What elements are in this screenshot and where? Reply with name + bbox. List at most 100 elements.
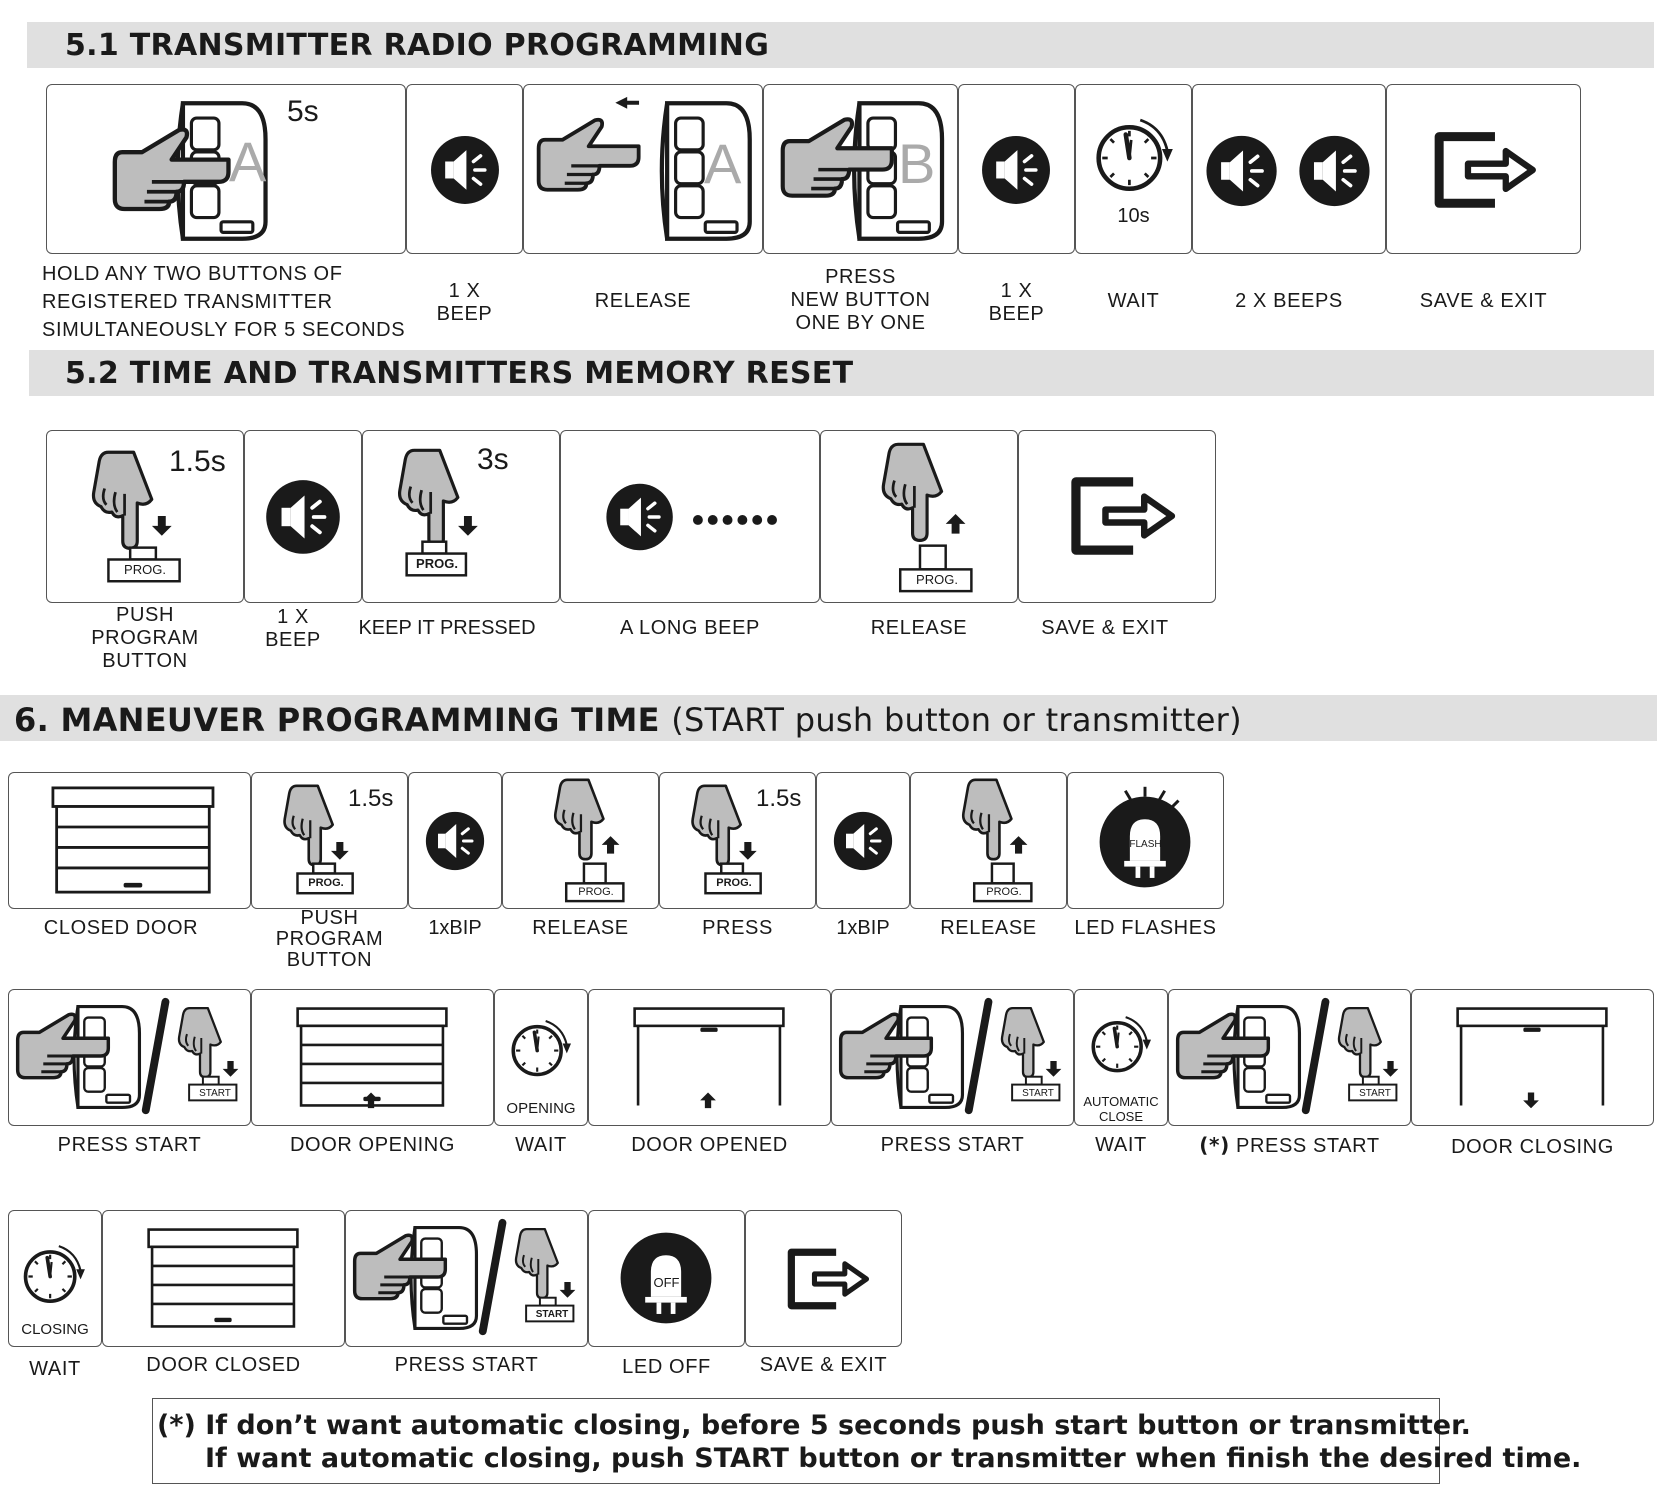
footnote-line-1: (*) If don’t want automatic closing, bef… <box>157 1410 1471 1441</box>
opening-label: OPENING <box>506 1100 576 1117</box>
label-door-closed: DOOR CLOSED <box>146 1354 301 1376</box>
label-release-6a: RELEASE <box>532 917 629 939</box>
door-closing-icon <box>1456 1007 1608 1107</box>
step-led-flashes: FLASH <box>1067 772 1224 909</box>
label-save-exit: SAVE & EXIT <box>1419 290 1548 312</box>
label-door-opened: DOOR OPENED <box>631 1134 788 1156</box>
closing-label: CLOSING <box>21 1321 89 1338</box>
step-bip-2 <box>816 772 910 909</box>
arrow-down-icon <box>151 516 172 536</box>
door-closed-icon <box>147 1228 299 1328</box>
hand-down-icon <box>1337 1006 1382 1079</box>
prog-label: PROG. <box>124 562 166 577</box>
section-title-5-1: 5.1 TRANSMITTER RADIO PROGRAMMING <box>65 28 770 63</box>
step-door-closed <box>102 1210 345 1347</box>
clock-icon <box>1091 1015 1153 1073</box>
hand-down-icon <box>1000 1006 1045 1079</box>
prog-label-3: PROG. <box>916 572 958 587</box>
hand-down-icon <box>397 448 460 548</box>
start-label-4: START <box>535 1309 569 1320</box>
door-opened-icon <box>633 1007 785 1107</box>
step-door-opening <box>251 989 494 1126</box>
section-header-6: 6. MANEUVER PROGRAMMING TIME (START push… <box>0 695 1657 741</box>
clock-icon <box>23 1244 87 1303</box>
hand-down-icon <box>283 784 335 867</box>
step-push-program: 1.5s PROG. <box>46 430 244 603</box>
step-save-exit <box>1386 84 1581 254</box>
clock-icon <box>511 1019 573 1077</box>
exit-icon <box>1439 137 1533 204</box>
label-bip-1: 1xBIP <box>428 917 482 939</box>
start-label-1: START <box>199 1088 231 1099</box>
label-save-exit-52: SAVE & EXIT <box>1041 617 1169 639</box>
section-title-5-2: 5.2 TIME AND TRANSMITTERS MEMORY RESET <box>65 356 854 391</box>
arrow-down-icon <box>1382 1060 1399 1077</box>
arrow-up-icon <box>945 514 966 534</box>
step-press-start-4: START <box>345 1210 588 1347</box>
step-led-off: OFF <box>588 1210 745 1347</box>
label-closed-door: CLOSED DOOR <box>43 917 199 939</box>
hand-down-icon <box>881 442 944 542</box>
label-wait-2: WAIT <box>1095 1134 1147 1156</box>
label-release-52: RELEASE <box>870 617 968 639</box>
hand-down-icon <box>177 1006 222 1079</box>
speaker-icon <box>980 134 1052 206</box>
label-door-closing: DOOR CLOSING <box>1451 1136 1614 1158</box>
label-press-start-3: (*) PRESS START <box>1199 1133 1380 1158</box>
asterisk-marker: (*) <box>1199 1133 1230 1157</box>
label-wait-1: WAIT <box>515 1134 567 1156</box>
exit-icon <box>1076 482 1172 550</box>
step-release-6a: PROG. <box>502 772 659 909</box>
step-push-program-6: 1.5s PROG. <box>251 772 408 909</box>
label-hold: HOLD ANY TWO BUTTONS OF REGISTERED TRANS… <box>42 263 406 341</box>
hold-time-label: 5s <box>287 95 319 128</box>
label-long-beep: A LONG BEEP <box>620 617 760 639</box>
step-press-new: B <box>763 84 958 254</box>
hand-point-icon <box>536 117 641 192</box>
label-press-start-2: PRESS START <box>880 1134 1025 1156</box>
speaker-icon <box>264 478 342 556</box>
label-led-off: LED OFF <box>622 1356 711 1378</box>
step-two-beeps <box>1192 84 1386 254</box>
step-wait-closing: CLOSING <box>8 1210 102 1347</box>
arrow-down-icon <box>1045 1060 1062 1077</box>
arrow-down-icon <box>738 841 757 860</box>
dots-icon <box>692 515 777 525</box>
arrow-up-icon <box>601 836 620 854</box>
step-hold-buttons: 5s A <box>46 84 406 254</box>
press-time-6: 1.5s <box>756 785 802 812</box>
step-save-exit-52 <box>1018 430 1216 603</box>
speaker-icon <box>1297 134 1372 208</box>
step-save-exit-6 <box>745 1210 902 1347</box>
section-header-5-2: 5.2 TIME AND TRANSMITTERS MEMORY RESET <box>29 350 1654 396</box>
remote-letter-a: A <box>229 130 267 193</box>
step-release: A <box>523 84 763 254</box>
step-closed-door <box>8 772 251 909</box>
remote-letter-b: B <box>898 132 936 195</box>
label-wait: WAIT <box>1107 290 1160 312</box>
step-door-opened <box>588 989 831 1126</box>
step-door-closing <box>1411 989 1654 1126</box>
door-opening-icon <box>296 1007 448 1107</box>
label-press-start-1: PRESS START <box>57 1134 202 1156</box>
wait-time-label: 10s <box>1117 205 1150 227</box>
label-bip-2: 1xBIP <box>836 917 890 939</box>
label-save-exit-6: SAVE & EXIT <box>759 1354 888 1376</box>
prog-label-6c: PROG. <box>716 877 752 889</box>
hand-down-icon <box>961 778 1013 861</box>
push-time-label: 1.5s <box>169 445 226 478</box>
arrow-down-icon <box>458 516 478 536</box>
speaker-icon <box>604 482 675 552</box>
speaker-icon <box>429 134 501 206</box>
step-beep-2 <box>958 84 1075 254</box>
hand-down-icon <box>553 778 605 861</box>
arrow-down-icon <box>330 841 349 860</box>
flash-label: FLASH <box>1129 839 1162 850</box>
hand-down-icon <box>514 1227 559 1300</box>
step-press-start-2: START <box>831 989 1074 1126</box>
step-press-6: 1.5s PROG. <box>659 772 816 909</box>
footnote-box: (*) If don’t want automatic closing, bef… <box>152 1398 1581 1484</box>
label-led-flashes: LED FLASHES <box>1074 917 1217 939</box>
